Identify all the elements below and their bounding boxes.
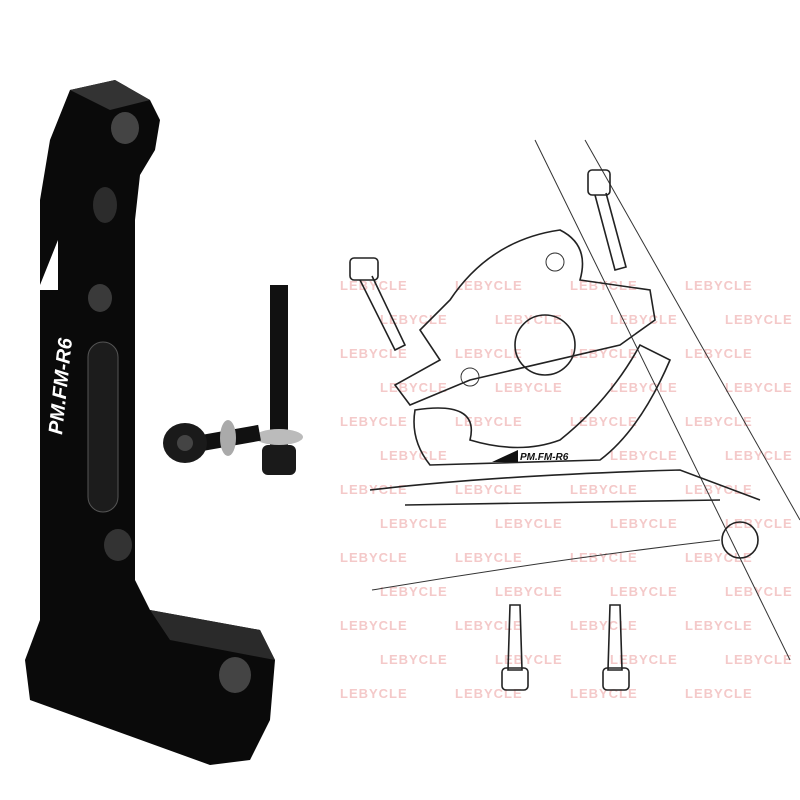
watermark-layer: LEBYCLE LEBYCLE LEBYCLE LEBYCLE LEBYCLE LEBYC… [340,278,793,701]
watermark-text: LEBYCLE [495,652,563,667]
mounting-bolts [163,285,303,475]
watermark-text: LEBYCLE [685,482,753,497]
installation-diagram: PM.FM-R6 [349,139,800,691]
watermark-text: LEBYCLE [725,448,793,463]
watermark-text: LEBYCLE [380,312,448,327]
watermark-text: LEBYCLE [725,380,793,395]
watermark-text: LEBYCLE [380,652,448,667]
watermark-text: LEBYCLE [685,686,753,701]
watermark-text: LEBYCLE [340,618,408,633]
watermark-text: LEBYCLE [685,618,753,633]
watermark-text: LEBYCLE [495,584,563,599]
watermark-text: LEBYCLE [685,278,753,293]
watermark-text: LEBYCLE [495,380,563,395]
watermark-text: LEBYCLE [455,278,523,293]
watermark-text: LEBYCLE [725,652,793,667]
watermark-text: LEBYCLE [570,618,638,633]
watermark-text: LEBYCLE [340,550,408,565]
watermark-text: LEBYCLE [610,380,678,395]
watermark-text: LEBYCLE [455,550,523,565]
threaded-hole-icon [111,112,139,144]
diagram-model-label: PM.FM-R6 [520,452,569,463]
watermark-text: LEBYCLE [610,516,678,531]
watermark-text: LEBYCLE [570,482,638,497]
watermark-text: LEBYCLE [610,652,678,667]
watermark-text: LEBYCLE [685,550,753,565]
watermark-text: LEBYCLE [455,482,523,497]
watermark-text: LEBYCLE [570,414,638,429]
watermark-text: LEBYCLE [380,448,448,463]
watermark-text: LEBYCLE [685,414,753,429]
watermark-text: LEBYCLE [725,516,793,531]
watermark-text: LEBYCLE [455,686,523,701]
watermark-text: LEBYCLE [610,584,678,599]
watermark-text: LEBYCLE [455,346,523,361]
watermark-text: LEBYCLE [685,346,753,361]
watermark-text: LEBYCLE [340,414,408,429]
watermark-text: LEBYCLE [455,618,523,633]
watermark-text: LEBYCLE [725,584,793,599]
watermark-text: LEBYCLE [340,278,408,293]
watermark-text: LEBYCLE [380,516,448,531]
watermark-text: LEBYCLE [610,448,678,463]
watermark-text: LEBYCLE [340,346,408,361]
watermark-text: LEBYCLE [610,312,678,327]
watermark-text: LEBYCLE [495,516,563,531]
watermark-text: LEBYCLE [725,312,793,327]
adapter-bracket: PM.FM-R6 [25,80,275,765]
watermark-text: LEBYCLE [380,584,448,599]
watermark-text: LEBYCLE [340,686,408,701]
watermark-text: LEBYCLE [570,550,638,565]
watermark-text: LEBYCLE [570,346,638,361]
